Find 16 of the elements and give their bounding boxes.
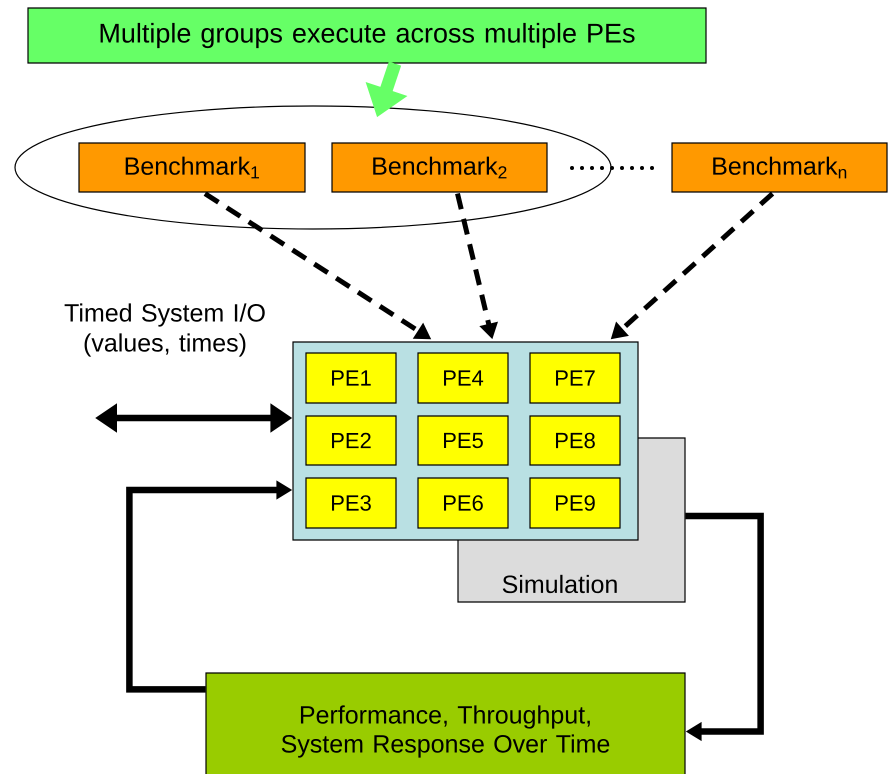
pe-box: PE4	[417, 352, 509, 404]
pe-box: PE6	[417, 477, 509, 529]
result-box: Performance, Throughput, System Response Over Time	[205, 672, 686, 774]
pe-box: PE9	[529, 477, 621, 529]
callout-box: Multiple groups execute across multiple PEs	[27, 7, 707, 64]
pe-box: PE1	[305, 352, 397, 404]
benchmark-box: Benchmark$_{1}$	[78, 142, 306, 193]
benchmark-box: Benchmark$_{n}$	[671, 142, 888, 193]
pe-box: PE7	[529, 352, 621, 404]
edge-label: Timed System I/O (values, times)	[56, 302, 274, 358]
pe-box: PE3	[305, 477, 397, 529]
pe-box: PE2	[305, 415, 397, 466]
pe-box: PE8	[529, 415, 621, 466]
arrow	[686, 512, 764, 742]
pe-box: PE5	[417, 415, 509, 466]
benchmark-box: Benchmark$_{2}$	[331, 142, 548, 193]
